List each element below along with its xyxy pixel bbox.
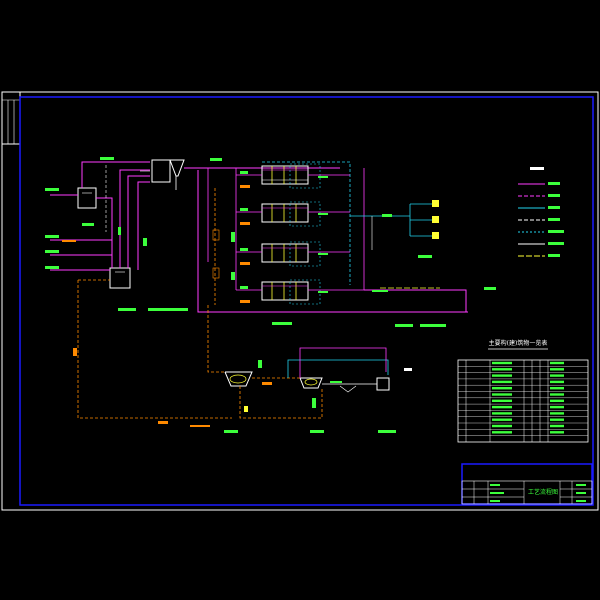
table-cell-text: [550, 393, 564, 396]
table-cell-text: [492, 418, 512, 421]
table-cell-text: [550, 387, 564, 390]
reactor-train-2: [236, 201, 350, 227]
fine-screen: [151, 159, 171, 183]
sludge-thickener: [224, 371, 253, 387]
outlet-2: [432, 216, 439, 223]
table-cell-text: [550, 399, 564, 402]
table-cell-text: [550, 380, 564, 384]
sludge-treatment: [73, 279, 412, 433]
screen-chamber: [77, 187, 97, 209]
headworks: [140, 158, 222, 190]
sludge-cake-bin: [376, 377, 390, 391]
table-cell-text: [492, 393, 512, 396]
table-cell-text: [492, 431, 512, 434]
materials-table-grid: [457, 359, 589, 443]
table-cell-text: [492, 368, 512, 371]
grit-hopper: [169, 159, 185, 177]
dewatering-unit: [299, 377, 323, 389]
pretreatment-area: [45, 157, 188, 311]
table-cell-text: [492, 399, 512, 402]
table-cell-text: [550, 361, 564, 365]
table-cell-text: [492, 405, 512, 409]
table-cell-text: [550, 374, 564, 377]
table-cell-text: [492, 412, 512, 415]
materials-table-title: 主要构(建)筑物一览表: [489, 339, 548, 347]
drawing-title: 工艺流程图: [528, 488, 558, 496]
collection-well: [109, 267, 131, 289]
materials-table: [457, 348, 589, 443]
table-cell-text: [550, 412, 564, 415]
outlet-1: [432, 200, 439, 207]
table-cell-text: [550, 405, 564, 409]
reactor-trains: [184, 161, 468, 325]
reactor-train-1: [236, 163, 350, 189]
table-cell-text: [492, 387, 512, 390]
reactor-train-4: [236, 168, 365, 305]
table-cell-text: [550, 418, 564, 421]
sheet-outer-border: [1, 91, 599, 511]
table-cell-text: [550, 368, 564, 371]
table-cell-text: [492, 361, 512, 365]
table-cell-text: [492, 424, 512, 428]
table-cell-text: [550, 424, 564, 428]
title-block: 工艺流程图: [461, 463, 593, 505]
sheet-inner-frame: [19, 96, 594, 506]
legend: [518, 167, 564, 257]
effluent-distribution: [350, 200, 496, 327]
reactor-train-3: [236, 241, 350, 267]
table-cell-text: [492, 374, 512, 377]
table-cell-text: [550, 431, 564, 434]
outlet-3: [432, 232, 439, 239]
table-cell-text: [492, 380, 512, 384]
